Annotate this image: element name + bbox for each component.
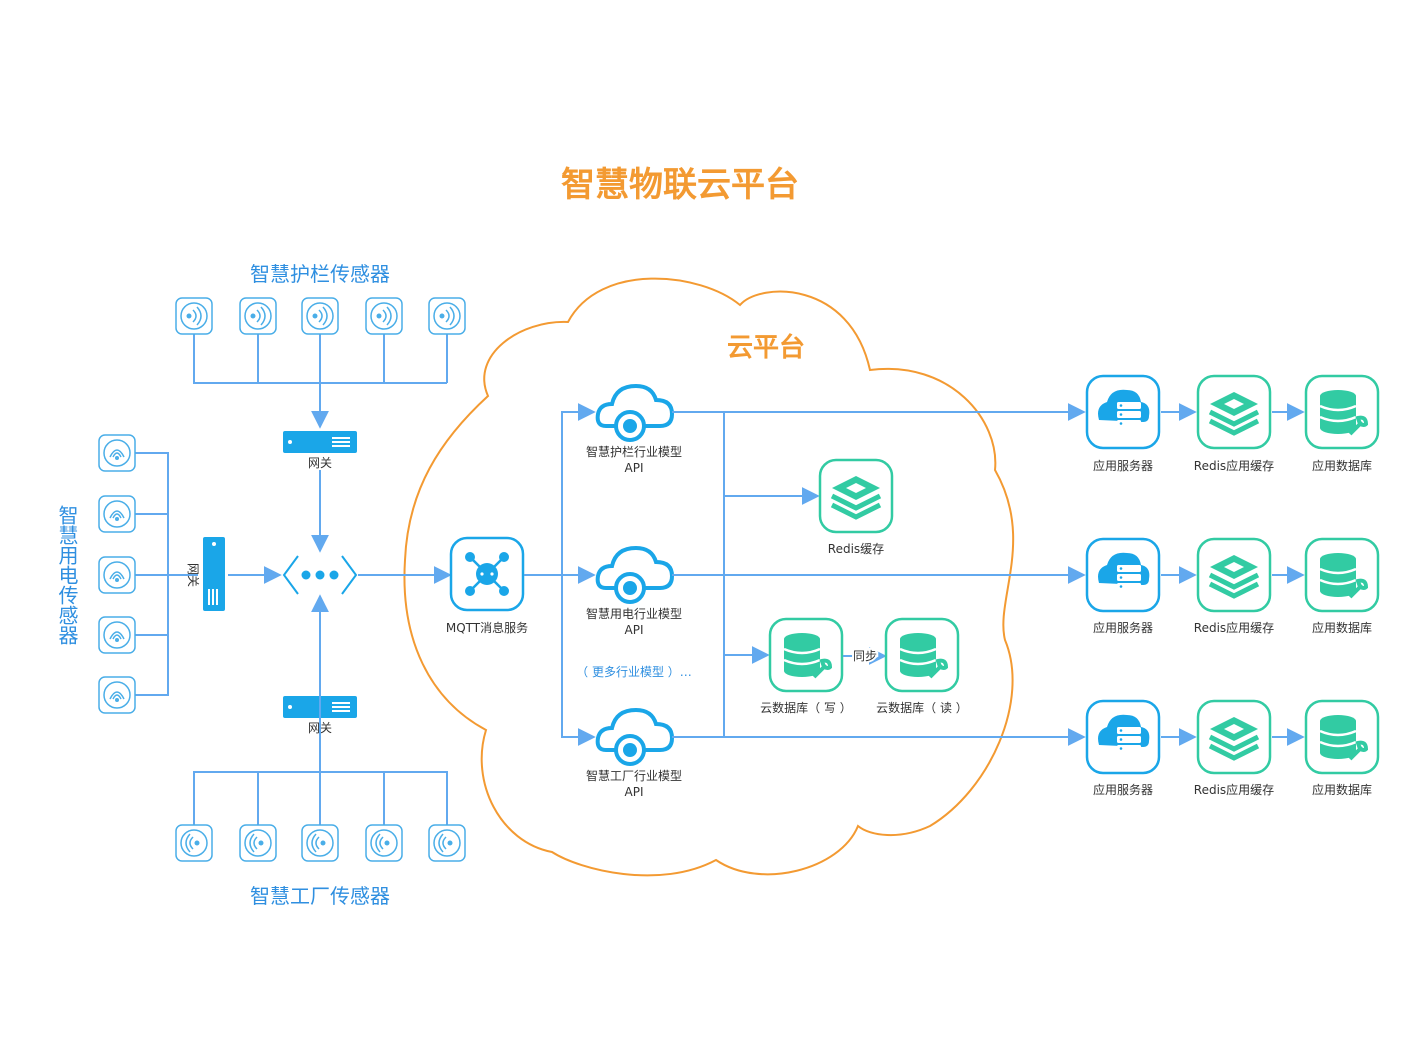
factory-sensor-icon [175, 824, 213, 862]
gateway-label-top: 网关 [308, 456, 332, 470]
app-db-label: 应用数据库 [1312, 458, 1372, 473]
redis-cache-icon [820, 460, 892, 532]
mqtt-service-icon [449, 536, 525, 612]
sync-label: 同步 [853, 649, 877, 663]
cloud-platform-label: 云平台 [727, 332, 805, 363]
power-sensor-icon [98, 616, 136, 654]
cloud-db-write-label: 云数据库（ 写 ） [760, 700, 852, 715]
app-db-icon [1306, 539, 1378, 611]
gateway-device-left [203, 537, 225, 611]
factory-api-cloud-icon [595, 708, 674, 766]
page-title: 智慧物联云平台 [561, 165, 799, 205]
redis-app-cache-icon [1198, 376, 1270, 448]
app-server-label: 应用服务器 [1093, 458, 1153, 473]
redis-app-cache-icon [1198, 539, 1270, 611]
power-sensors-title: 智慧用电传感器 [55, 505, 79, 645]
cloud-db-read-icon [886, 619, 958, 691]
app-server-icon [1087, 376, 1159, 448]
app-db-label: 应用数据库 [1312, 782, 1372, 797]
redis-app-cache-label: Redis应用缓存 [1194, 620, 1274, 635]
power-sensor-icon [98, 556, 136, 594]
guardrail-sensor-group [175, 297, 466, 429]
cloud-db-write-icon [770, 619, 842, 691]
app-server-icon [1087, 539, 1159, 611]
gateway-device-top [283, 431, 357, 453]
cloud-platform-outline [403, 277, 1015, 877]
guardrail-sensor-icon [365, 297, 403, 335]
factory-sensor-group [175, 771, 466, 862]
cloud-db-read-label: 云数据库（ 读 ） [876, 700, 968, 715]
power-sensor-icon [98, 495, 136, 533]
mqtt-service-label: MQTT消息服务 [446, 620, 528, 635]
app-server-icon [1087, 701, 1159, 773]
power-api-cloud-icon [595, 546, 674, 604]
power-sensor-group [98, 434, 198, 714]
power-api-label: 智慧用电行业模型 [586, 606, 682, 621]
power-sensor-icon [98, 676, 136, 714]
more-models-label: （ 更多行业模型 ）… [576, 665, 692, 679]
factory-sensor-icon [239, 824, 277, 862]
factory-sensor-icon [301, 824, 339, 862]
factory-api-label: 智慧工厂行业模型 [586, 768, 682, 783]
redis-app-cache-icon [1198, 701, 1270, 773]
guardrail-api-label: 智慧护栏行业模型 [586, 444, 682, 459]
power-sensor-icon [98, 434, 136, 472]
guardrail-sensor-icon [301, 297, 339, 335]
factory-sensor-icon [428, 824, 466, 862]
app-server-label: 应用服务器 [1093, 620, 1153, 635]
app-server-label: 应用服务器 [1093, 782, 1153, 797]
app-db-label: 应用数据库 [1312, 620, 1372, 635]
app-db-icon [1306, 376, 1378, 448]
guardrail-api-cloud-icon [595, 384, 674, 442]
gateway-label-left: 网关 [186, 563, 200, 587]
redis-app-cache-label: Redis应用缓存 [1194, 458, 1274, 473]
guardrail-sensor-icon [175, 297, 213, 335]
guardrail-api-suffix: API [625, 461, 644, 475]
guardrail-sensors-title: 智慧护栏传感器 [250, 262, 390, 286]
factory-api-suffix: API [625, 785, 644, 799]
redis-cache-label: Redis缓存 [828, 542, 884, 556]
redis-app-cache-label: Redis应用缓存 [1194, 782, 1274, 797]
power-api-suffix: API [625, 623, 644, 637]
guardrail-sensor-icon [239, 297, 277, 335]
factory-sensor-icon [365, 824, 403, 862]
network-hub-icon [282, 555, 358, 595]
app-db-icon [1306, 701, 1378, 773]
factory-sensors-title: 智慧工厂传感器 [250, 884, 390, 908]
guardrail-sensor-icon [428, 297, 466, 335]
